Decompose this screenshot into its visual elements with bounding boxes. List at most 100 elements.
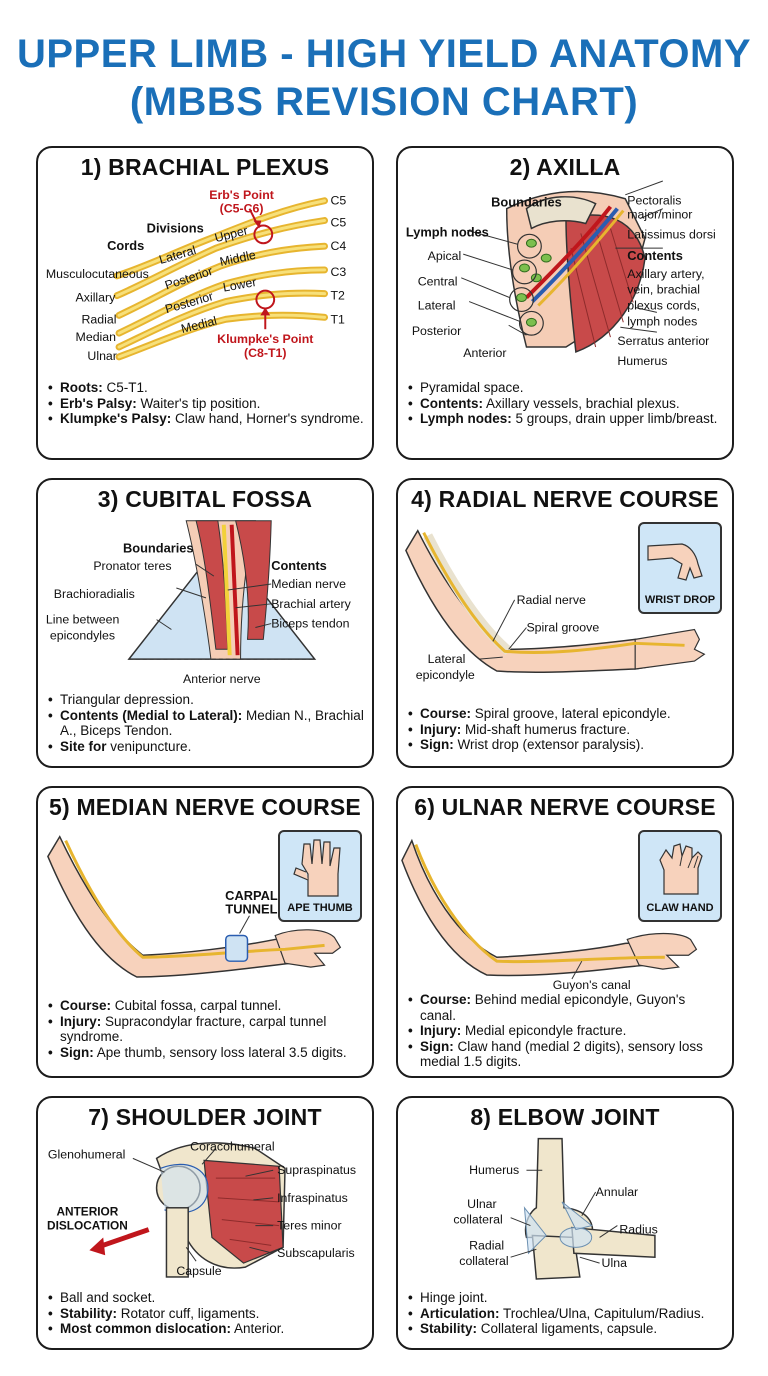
bullet-item: Site for venipuncture.	[48, 739, 364, 755]
root-label: C5	[330, 215, 346, 229]
bullet-list: Hinge joint. Articulation: Trochlea/Ulna…	[408, 1290, 724, 1337]
shoulder-joint-diagram: Glenohumeral Coracohumeral Supraspinatus…	[47, 1139, 356, 1278]
bullet-item: Stability: Collateral ligaments, capsule…	[408, 1321, 724, 1337]
bullet-item: Injury: Medial epicondyle fracture.	[408, 1023, 724, 1039]
card-title: 2) AXILLA	[509, 154, 621, 180]
bullet-item: Injury: Mid-shaft humerus fracture.	[408, 722, 724, 738]
card-brachial-plexus: 1) BRACHIAL PLEXUS Erb's Point (C5-C6) D	[36, 146, 374, 460]
anterior-node-label: Anterior	[463, 346, 506, 360]
lateral-epicondyle-label-2: epicondyle	[416, 668, 475, 682]
posterior-node-label: Posterior	[412, 324, 461, 338]
bullet-item: Injury: Supracondylar fracture, carpal t…	[48, 1014, 364, 1045]
boundaries-label: Boundaries	[491, 195, 562, 210]
bullet-item: Sign: Ape thumb, sensory loss lateral 3.…	[48, 1045, 364, 1061]
divisions-label: Divisions	[147, 220, 204, 235]
epicondyle-line-label-2: epicondyles	[50, 628, 115, 642]
erbs-roots-label: (C5-C6)	[220, 202, 264, 216]
ulnar-label: Ulnar	[87, 349, 117, 363]
bullet-item: Stability: Rotator cuff, ligaments.	[48, 1306, 364, 1322]
root-label: T1	[330, 312, 345, 326]
bullet-item: Course: Spiral groove, lateral epicondyl…	[408, 706, 724, 722]
wrist-drop-hand-icon	[647, 543, 703, 581]
bullet-item: Contents: Axillary vessels, brachial ple…	[408, 396, 724, 412]
glenohumeral-label: Glenohumeral	[48, 1147, 126, 1161]
elbow-joint-diagram: Humerus Annular Ulnar collateral Radius …	[453, 1137, 658, 1280]
bullet-item: Roots: C5-T1.	[48, 380, 364, 396]
claw-hand-label: CLAW HAND	[646, 902, 714, 914]
card-title: 8) ELBOW JOINT	[470, 1104, 660, 1130]
supraspinatus-label: Supraspinatus	[277, 1163, 356, 1177]
brachial-plexus-diagram: Erb's Point (C5-C6) Divisions Cords Late…	[46, 188, 347, 363]
bullet-item: Lymph nodes: 5 groups, drain upper limb/…	[408, 411, 724, 427]
brachial-artery-label: Brachial artery	[271, 597, 351, 611]
subscapularis-label: Subscapularis	[277, 1246, 355, 1260]
bullet-item: Course: Behind medial epicondyle, Guyon'…	[408, 992, 724, 1023]
bullet-list: Triangular depression. Contents (Medial …	[48, 692, 364, 754]
serratus-label: Serratus anterior	[617, 334, 709, 348]
wrist-drop-label: WRIST DROP	[644, 594, 716, 606]
bullet-item: Sign: Claw hand (medial 2 digits), senso…	[408, 1039, 724, 1070]
humerus-label: Humerus	[469, 1163, 519, 1177]
latissimus-label: Latissimus dorsi	[627, 227, 716, 241]
teres-minor-label: Teres minor	[277, 1219, 341, 1233]
lateral-node-label: Lateral	[418, 298, 456, 312]
apical-node-label: Apical	[428, 249, 462, 263]
humerus-label: Humerus	[617, 354, 667, 368]
bullet-item: Pyramidal space.	[408, 380, 724, 396]
bullet-item: Most common dislocation: Anterior.	[48, 1321, 364, 1337]
card-median-nerve: 5) MEDIAN NERVE COURSE CARPAL TUNNEL APE…	[36, 786, 374, 1078]
root-label: C3	[330, 265, 346, 279]
contents-line: Axillary artery,	[627, 267, 704, 281]
pectoralis-label-2: major/minor	[627, 208, 692, 222]
bullet-item: Ball and socket.	[48, 1290, 364, 1306]
cubital-fossa-diagram: Boundaries Pronator teres Brachioradiali…	[46, 520, 352, 686]
card-title: 7) SHOULDER JOINT	[88, 1104, 322, 1130]
bullet-item: Course: Cubital fossa, carpal tunnel.	[48, 998, 364, 1014]
guyons-canal-label: Guyon's canal	[553, 978, 631, 992]
ulna-label: Ulna	[602, 1256, 628, 1270]
carpal-tunnel-label: CARPAL	[225, 888, 278, 903]
card-title: 1) BRACHIAL PLEXUS	[80, 154, 330, 180]
capsule-label: Capsule	[176, 1264, 221, 1278]
claw-hand-icon	[659, 843, 703, 895]
median-nerve-label: Median nerve	[271, 577, 346, 591]
annular-label: Annular	[596, 1185, 639, 1199]
ulnar-collateral-label-2: collateral	[453, 1213, 502, 1227]
klumpkes-roots-label: (C8-T1)	[244, 346, 287, 360]
anterior-dislocation-label: ANTERIOR	[56, 1205, 118, 1219]
ulnar-collateral-label: Ulnar	[467, 1197, 497, 1211]
bullet-item: Contents (Medial to Lateral): Median N.,…	[48, 708, 364, 739]
bullet-item: Hinge joint.	[408, 1290, 724, 1306]
card-elbow-joint: 8) ELBOW JOINT Humerus Annular Ulnar col…	[396, 1096, 734, 1350]
title-line-2: (MBBS REVISION CHART)	[129, 80, 639, 124]
root-label: C5	[330, 194, 346, 208]
bullet-item: Erb's Palsy: Waiter's tip position.	[48, 396, 364, 412]
root-label: C4	[330, 239, 346, 253]
cords-label: Cords	[107, 238, 144, 253]
anterior-dislocation-label-2: DISLOCATION	[47, 1219, 128, 1233]
claw-hand-sign-box: CLAW HAND	[638, 830, 722, 922]
bullet-item: Triangular depression.	[48, 692, 364, 708]
radial-nerve-diagram: Radial nerve Spiral groove Lateral epico…	[405, 529, 706, 682]
radial-label: Radial	[81, 312, 116, 326]
median-label: Median	[76, 330, 117, 344]
bullet-item: Articulation: Trochlea/Ulna, Capitulum/R…	[408, 1306, 724, 1322]
lymph-nodes-label: Lymph nodes	[406, 224, 489, 239]
root-label: T2	[330, 289, 345, 303]
contents-line: vein, brachial	[627, 283, 700, 297]
pectoralis-label: Pectoralis	[627, 194, 681, 208]
bullet-list: Roots: C5-T1. Erb's Palsy: Waiter's tip …	[48, 380, 364, 427]
klumpkes-point-label: Klumpke's Point	[217, 332, 313, 346]
central-node-label: Central	[418, 275, 458, 289]
spiral-groove-label: Spiral groove	[526, 620, 599, 634]
card-shoulder-joint: 7) SHOULDER JOINT Glenohumeral Coracohum…	[36, 1096, 374, 1350]
radius-label: Radius	[619, 1222, 657, 1236]
brachioradialis-label: Brachioradialis	[54, 587, 135, 601]
middle-trunk-label: Middle	[219, 248, 258, 269]
radial-collateral-label-2: collateral	[459, 1254, 508, 1268]
coracohumeral-label: Coracohumeral	[190, 1139, 274, 1153]
axilla-diagram: Boundaries Lymph nodes Apical Central La…	[406, 180, 716, 368]
wrist-drop-sign-box: WRIST DROP	[638, 522, 722, 614]
ape-thumb-label: APE THUMB	[287, 902, 353, 914]
musculocutaneous-label: Musculocutaneous	[46, 267, 149, 281]
